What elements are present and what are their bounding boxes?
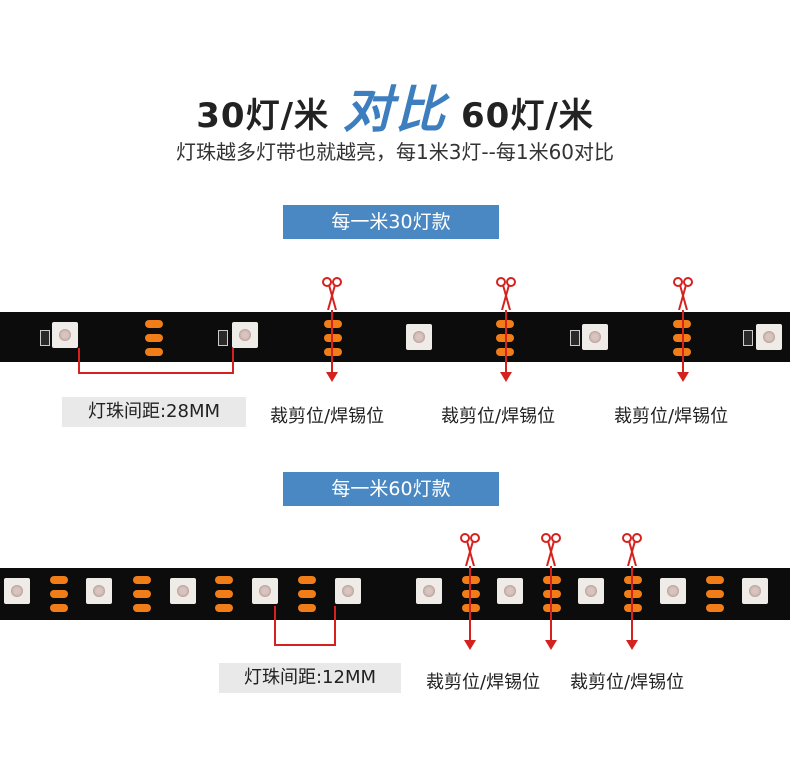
cut-label: 裁剪位/焊锡位 xyxy=(441,406,556,427)
arrow-down-icon xyxy=(626,566,638,650)
led-chip xyxy=(756,324,782,350)
led-chip xyxy=(416,578,442,604)
scissors-icon xyxy=(322,277,342,310)
led-chip xyxy=(4,578,30,604)
led-chip xyxy=(582,324,608,350)
cut-label: 裁剪位/焊锡位 xyxy=(570,672,685,693)
spacing-label-60: 灯珠间距:12MM xyxy=(219,663,401,693)
capacitor xyxy=(40,330,50,346)
solder-pad xyxy=(624,576,642,584)
solder-pad xyxy=(145,334,163,342)
solder-pad xyxy=(324,320,342,328)
solder-pad xyxy=(133,576,151,584)
arrow-down-icon xyxy=(545,566,557,650)
subtitle: 灯珠越多灯带也就越亮，每1米3灯--每1米60对比 xyxy=(175,140,615,164)
solder-pad xyxy=(298,576,316,584)
led-chip xyxy=(170,578,196,604)
scissors-icon xyxy=(460,533,480,566)
arrow-down-icon xyxy=(500,310,512,382)
solder-pad xyxy=(462,604,480,612)
solder-pad xyxy=(50,576,68,584)
section-badge-60: 每一米60灯款 xyxy=(283,472,499,506)
solder-pad xyxy=(543,604,561,612)
solder-pad xyxy=(624,590,642,598)
title-compare: 对比 xyxy=(343,81,447,139)
solder-pad xyxy=(215,590,233,598)
led-chip xyxy=(52,322,78,348)
arrow-down-icon xyxy=(464,566,476,650)
solder-pad xyxy=(324,348,342,356)
solder-pad xyxy=(543,590,561,598)
led-strip-60 xyxy=(0,568,790,620)
capacitor xyxy=(218,330,228,346)
section-badge-30: 每一米30灯款 xyxy=(283,205,499,239)
solder-pad xyxy=(50,590,68,598)
arrow-down-icon xyxy=(677,310,689,382)
page-title: 30灯/米 对比 60灯/米 xyxy=(0,70,790,142)
led-chip xyxy=(406,324,432,350)
led-chip xyxy=(252,578,278,604)
led-chip xyxy=(742,578,768,604)
capacitor xyxy=(570,330,580,346)
cut-label: 裁剪位/焊锡位 xyxy=(270,406,385,427)
scissors-icon xyxy=(673,277,693,310)
solder-pad xyxy=(706,590,724,598)
spacing-bracket xyxy=(274,606,336,646)
solder-pad xyxy=(145,348,163,356)
spacing-bracket xyxy=(78,348,234,374)
solder-pad xyxy=(706,604,724,612)
solder-pad xyxy=(324,334,342,342)
scissors-icon xyxy=(541,533,561,566)
solder-pad xyxy=(133,604,151,612)
spacing-label-30: 灯珠间距:28MM xyxy=(62,397,246,427)
solder-pad xyxy=(298,590,316,598)
led-chip xyxy=(660,578,686,604)
solder-pad xyxy=(543,576,561,584)
solder-pad xyxy=(624,604,642,612)
led-chip xyxy=(578,578,604,604)
led-chip xyxy=(335,578,361,604)
solder-pad xyxy=(133,590,151,598)
solder-pad xyxy=(462,590,480,598)
led-chip xyxy=(497,578,523,604)
led-strip-30 xyxy=(0,312,790,362)
capacitor xyxy=(743,330,753,346)
title-right: 60灯/米 xyxy=(461,96,594,136)
title-left: 30灯/米 xyxy=(196,96,329,136)
cut-label: 裁剪位/焊锡位 xyxy=(426,672,541,693)
solder-pad xyxy=(706,576,724,584)
scissors-icon xyxy=(496,277,516,310)
solder-pad xyxy=(298,604,316,612)
scissors-icon xyxy=(622,533,642,566)
solder-pad xyxy=(215,576,233,584)
solder-pad xyxy=(462,576,480,584)
led-chip xyxy=(232,322,258,348)
solder-pad xyxy=(50,604,68,612)
arrow-down-icon xyxy=(326,310,338,382)
solder-pad xyxy=(145,320,163,328)
cut-label: 裁剪位/焊锡位 xyxy=(614,406,729,427)
led-chip xyxy=(86,578,112,604)
solder-pad xyxy=(215,604,233,612)
